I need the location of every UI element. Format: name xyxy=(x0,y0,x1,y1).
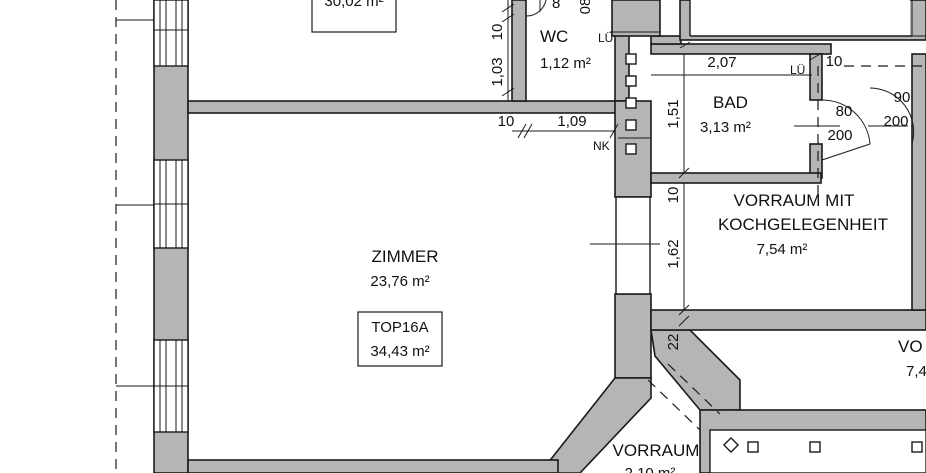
unit-name: TOP16A xyxy=(371,319,428,336)
vent-square xyxy=(625,75,637,87)
wc-top-box xyxy=(611,0,661,37)
wc-name: WC xyxy=(540,27,568,46)
vorraum-kochen-area: 7,54 m² xyxy=(757,241,808,258)
vorraum-kochen-line1: VORRAUM MIT xyxy=(734,191,855,210)
dim-door2-height: 200 xyxy=(883,113,908,130)
dim-bottom-width: 1,09 xyxy=(557,113,586,130)
tags: LÜ LÜ NK xyxy=(593,31,805,153)
bottom-wall xyxy=(187,459,559,473)
vent-square xyxy=(625,97,637,109)
unit-area: 34,43 m² xyxy=(370,343,429,360)
vorraum-name: VORRAUM xyxy=(613,441,700,460)
dim-lower-gap: 22 xyxy=(665,334,682,351)
tag-nk: NK xyxy=(593,139,610,153)
left-windows xyxy=(153,0,189,433)
unit-box xyxy=(357,311,443,367)
dim-bad-height: 1,51 xyxy=(665,99,682,128)
dimension-labels: 1,03 10 8 08 2,07 10 1,51 10 1,09 10 1,6… xyxy=(489,0,910,350)
vent-square xyxy=(747,441,759,453)
wc-left-wall xyxy=(511,0,527,102)
zimmer-top-wall xyxy=(187,100,617,114)
dim-wc-small: 8 xyxy=(552,0,560,12)
dim-bad-wall: 10 xyxy=(826,53,843,70)
vent-square xyxy=(809,441,821,453)
vent-square xyxy=(722,436,740,454)
dim-vorraum-height: 1,62 xyxy=(665,239,682,268)
top-partial-area: 30,02 m² xyxy=(324,0,383,10)
dim-door1-height: 200 xyxy=(827,127,852,144)
bad-area: 3,13 m² xyxy=(700,119,751,136)
dim-door2-width: 90 xyxy=(894,89,911,106)
vent-square xyxy=(625,143,637,155)
dim-bottom-wall: 10 xyxy=(498,113,515,130)
vent-square xyxy=(911,441,923,453)
vorraum-area: 2,10 m² xyxy=(625,465,676,473)
wc-area: 1,12 m² xyxy=(540,55,591,72)
bad-bottom-wall xyxy=(650,172,822,184)
vent-square xyxy=(625,119,637,131)
bad-name: BAD xyxy=(713,93,748,112)
right-partial-area: 7,4 xyxy=(906,363,926,380)
zimmer-area: 23,76 m² xyxy=(370,273,429,290)
zimmer-right-wall xyxy=(614,293,652,379)
bad-top-wall xyxy=(650,43,832,55)
dim-door1-width: 80 xyxy=(836,103,853,120)
dim-wc-height: 1,03 xyxy=(489,57,506,86)
vent-square xyxy=(625,53,637,65)
top-partial-area-box xyxy=(311,0,397,33)
dim-vorraum-wall: 10 xyxy=(665,187,682,204)
shaft-vents xyxy=(625,53,923,454)
vorraum-kochen-line2: KOCHGELEGENHEIT xyxy=(718,215,888,234)
tag-lu-2: LÜ xyxy=(790,63,805,77)
lu-wall-top xyxy=(650,35,682,45)
diagonal-wall-left xyxy=(538,377,652,473)
tag-lu-1: LÜ xyxy=(598,31,613,45)
dim-bad-width: 2,07 xyxy=(707,54,736,71)
dim-wc-side: 08 xyxy=(577,0,594,14)
room-labels: 30,02 m² WC 1,12 m² BAD 3,13 m² ZIMMER 2… xyxy=(311,0,926,473)
zimmer-name: ZIMMER xyxy=(371,247,438,266)
walls xyxy=(153,0,926,473)
dim-wc-wall-top: 10 xyxy=(489,24,506,41)
bad-right-wall xyxy=(809,53,823,101)
vorraum-bottom-wall xyxy=(650,309,926,331)
right-partial-name: VO xyxy=(898,337,923,356)
right-wall xyxy=(911,53,926,311)
dimension-lines xyxy=(116,0,926,387)
dashed-lines xyxy=(115,0,926,473)
